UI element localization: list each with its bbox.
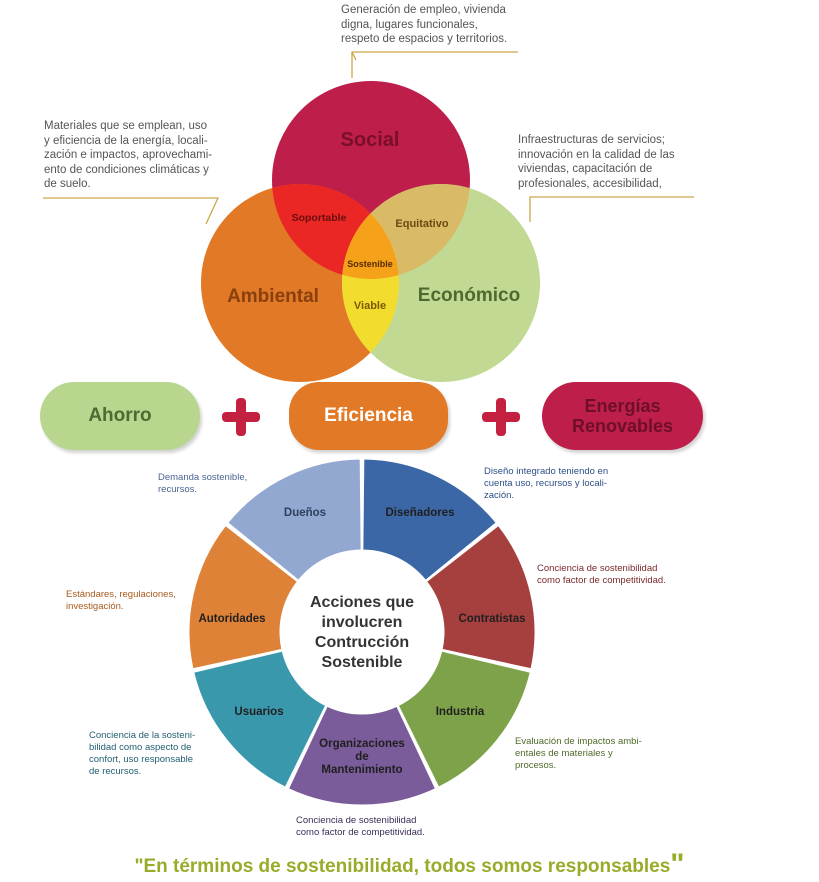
actors-ring: DiseñadoresContratistasIndustriaOrganiza…: [188, 458, 536, 806]
equitativo-region: [342, 184, 470, 279]
segment-label-usua: Usuarios: [234, 706, 283, 718]
quote-text: "En términos de sostenibilidad, todos so…: [0, 848, 819, 882]
segment-usua: [193, 650, 327, 788]
segment-indu: [397, 650, 531, 788]
ambiental-note: Materiales que se emplean, uso y eficien…: [44, 120, 213, 190]
note-usua: Conciencia de la sosteni- bilidad como a…: [89, 730, 196, 777]
note-orga: Conciencia de sostenibilidad como factor…: [296, 815, 425, 838]
ring-center: [281, 551, 443, 713]
economico-note: Infraestructuras de servicios; innovació…: [518, 134, 675, 190]
plus-icon: [222, 398, 260, 436]
segment-cont: [425, 524, 536, 670]
social-callout-tick: [351, 51, 357, 61]
viable-label: Viable: [354, 300, 386, 312]
plus-icon: [482, 398, 520, 436]
segment-label-dise: Diseñadores: [385, 507, 454, 519]
social-label: Social: [341, 129, 400, 151]
segment-label-cont: Contratistas: [458, 613, 525, 625]
ahorro-pill: Ahorro: [40, 382, 200, 450]
social-note: Generación de empleo, vivienda digna, lu…: [341, 4, 508, 45]
energias-label: Energías Renovables: [571, 396, 674, 436]
segment-duen: [227, 458, 362, 581]
segment-auto: [188, 524, 299, 670]
note-duen: Demanda sostenible, recursos.: [158, 472, 248, 495]
sostenible-label: Sostenible: [347, 259, 393, 269]
ambiental-callout-line: [43, 197, 220, 225]
eficiencia-label: Eficiencia: [324, 405, 413, 426]
economico-callout-line: [529, 196, 694, 222]
energias-pill: Energías Renovables: [542, 382, 703, 450]
note-auto: Estándares, regulaciones, investigación.: [66, 589, 176, 612]
soportable-region: [272, 184, 399, 279]
segment-orga: [287, 705, 437, 806]
segment-label-auto: Autoridades: [198, 613, 265, 625]
note-indu: Evaluación de impactos ambi- entales de …: [515, 736, 642, 771]
segment-dise: [362, 458, 497, 581]
segment-label-indu: Industria: [436, 706, 485, 718]
note-cont: Conciencia de sostenibilidad como factor…: [537, 563, 666, 586]
quote-close: ": [670, 848, 685, 881]
note-dise: Diseño integrado teniendo en cuenta uso,…: [484, 466, 609, 501]
quote-body: "En términos de sostenibilidad, todos so…: [134, 856, 671, 877]
ambiental-label: Ambiental: [227, 286, 319, 307]
eficiencia-pill: Eficiencia: [289, 382, 448, 450]
social-callout-line: [351, 51, 518, 78]
ahorro-label: Ahorro: [88, 405, 152, 426]
soportable-label: Soportable: [292, 212, 347, 224]
segment-label-duen: Dueños: [284, 507, 326, 519]
venn-diagram: Social Ambiental Económico Soportable Eq…: [43, 51, 694, 382]
economico-label: Económico: [418, 285, 520, 306]
equitativo-label: Equitativo: [395, 218, 448, 230]
